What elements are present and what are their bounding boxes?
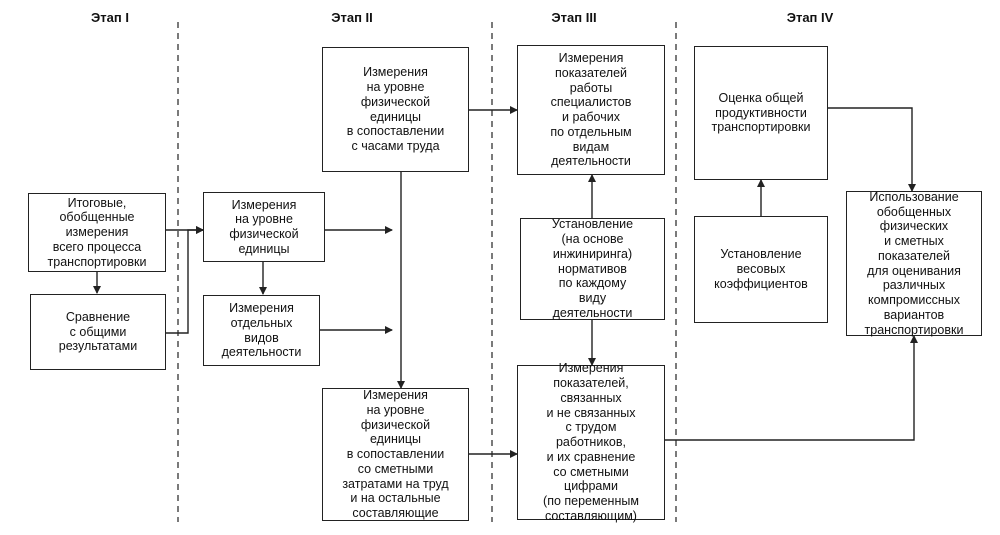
stage-4-header: Этап IV	[786, 10, 834, 25]
box-unit-level: Измерения на уровне физической единицы	[203, 192, 325, 262]
box-separate-activities: Измерения отдельных видов деятельности	[203, 295, 320, 366]
box-labor-related-indicators: Измерения показателей, связанных и не св…	[517, 361, 665, 523]
box-engineering-norms: Установление (на основе инжиниринга) нор…	[520, 217, 665, 320]
arrow-compare-to-unit-level	[166, 226, 204, 334]
arrow-productivity-to-generalized	[828, 107, 916, 192]
box-unit-vs-labor-hours: Измерения на уровне физической единицы в…	[322, 47, 469, 172]
box-generalized-use: Использование обобщенных физических и см…	[846, 190, 982, 337]
box-compare-overall: Сравнение с общими результатами	[30, 294, 166, 370]
box-weight-coefficients: Установление весовых коэффициентов	[694, 216, 828, 323]
arrow-labor-to-generalized	[665, 335, 918, 441]
box-specialists-workers: Измерения показателей работы специалисто…	[517, 45, 665, 175]
box-totals: Итоговые, обобщенные измерения всего про…	[28, 193, 166, 272]
box-unit-vs-estimates: Измерения на уровне физической единицы в…	[322, 388, 469, 521]
stage-3-header: Этап III	[551, 10, 597, 25]
stage-1-header: Этап I	[91, 10, 129, 25]
box-overall-productivity: Оценка общей продуктивности транспортиро…	[694, 46, 828, 180]
stage-2-header: Этап II	[331, 10, 373, 25]
